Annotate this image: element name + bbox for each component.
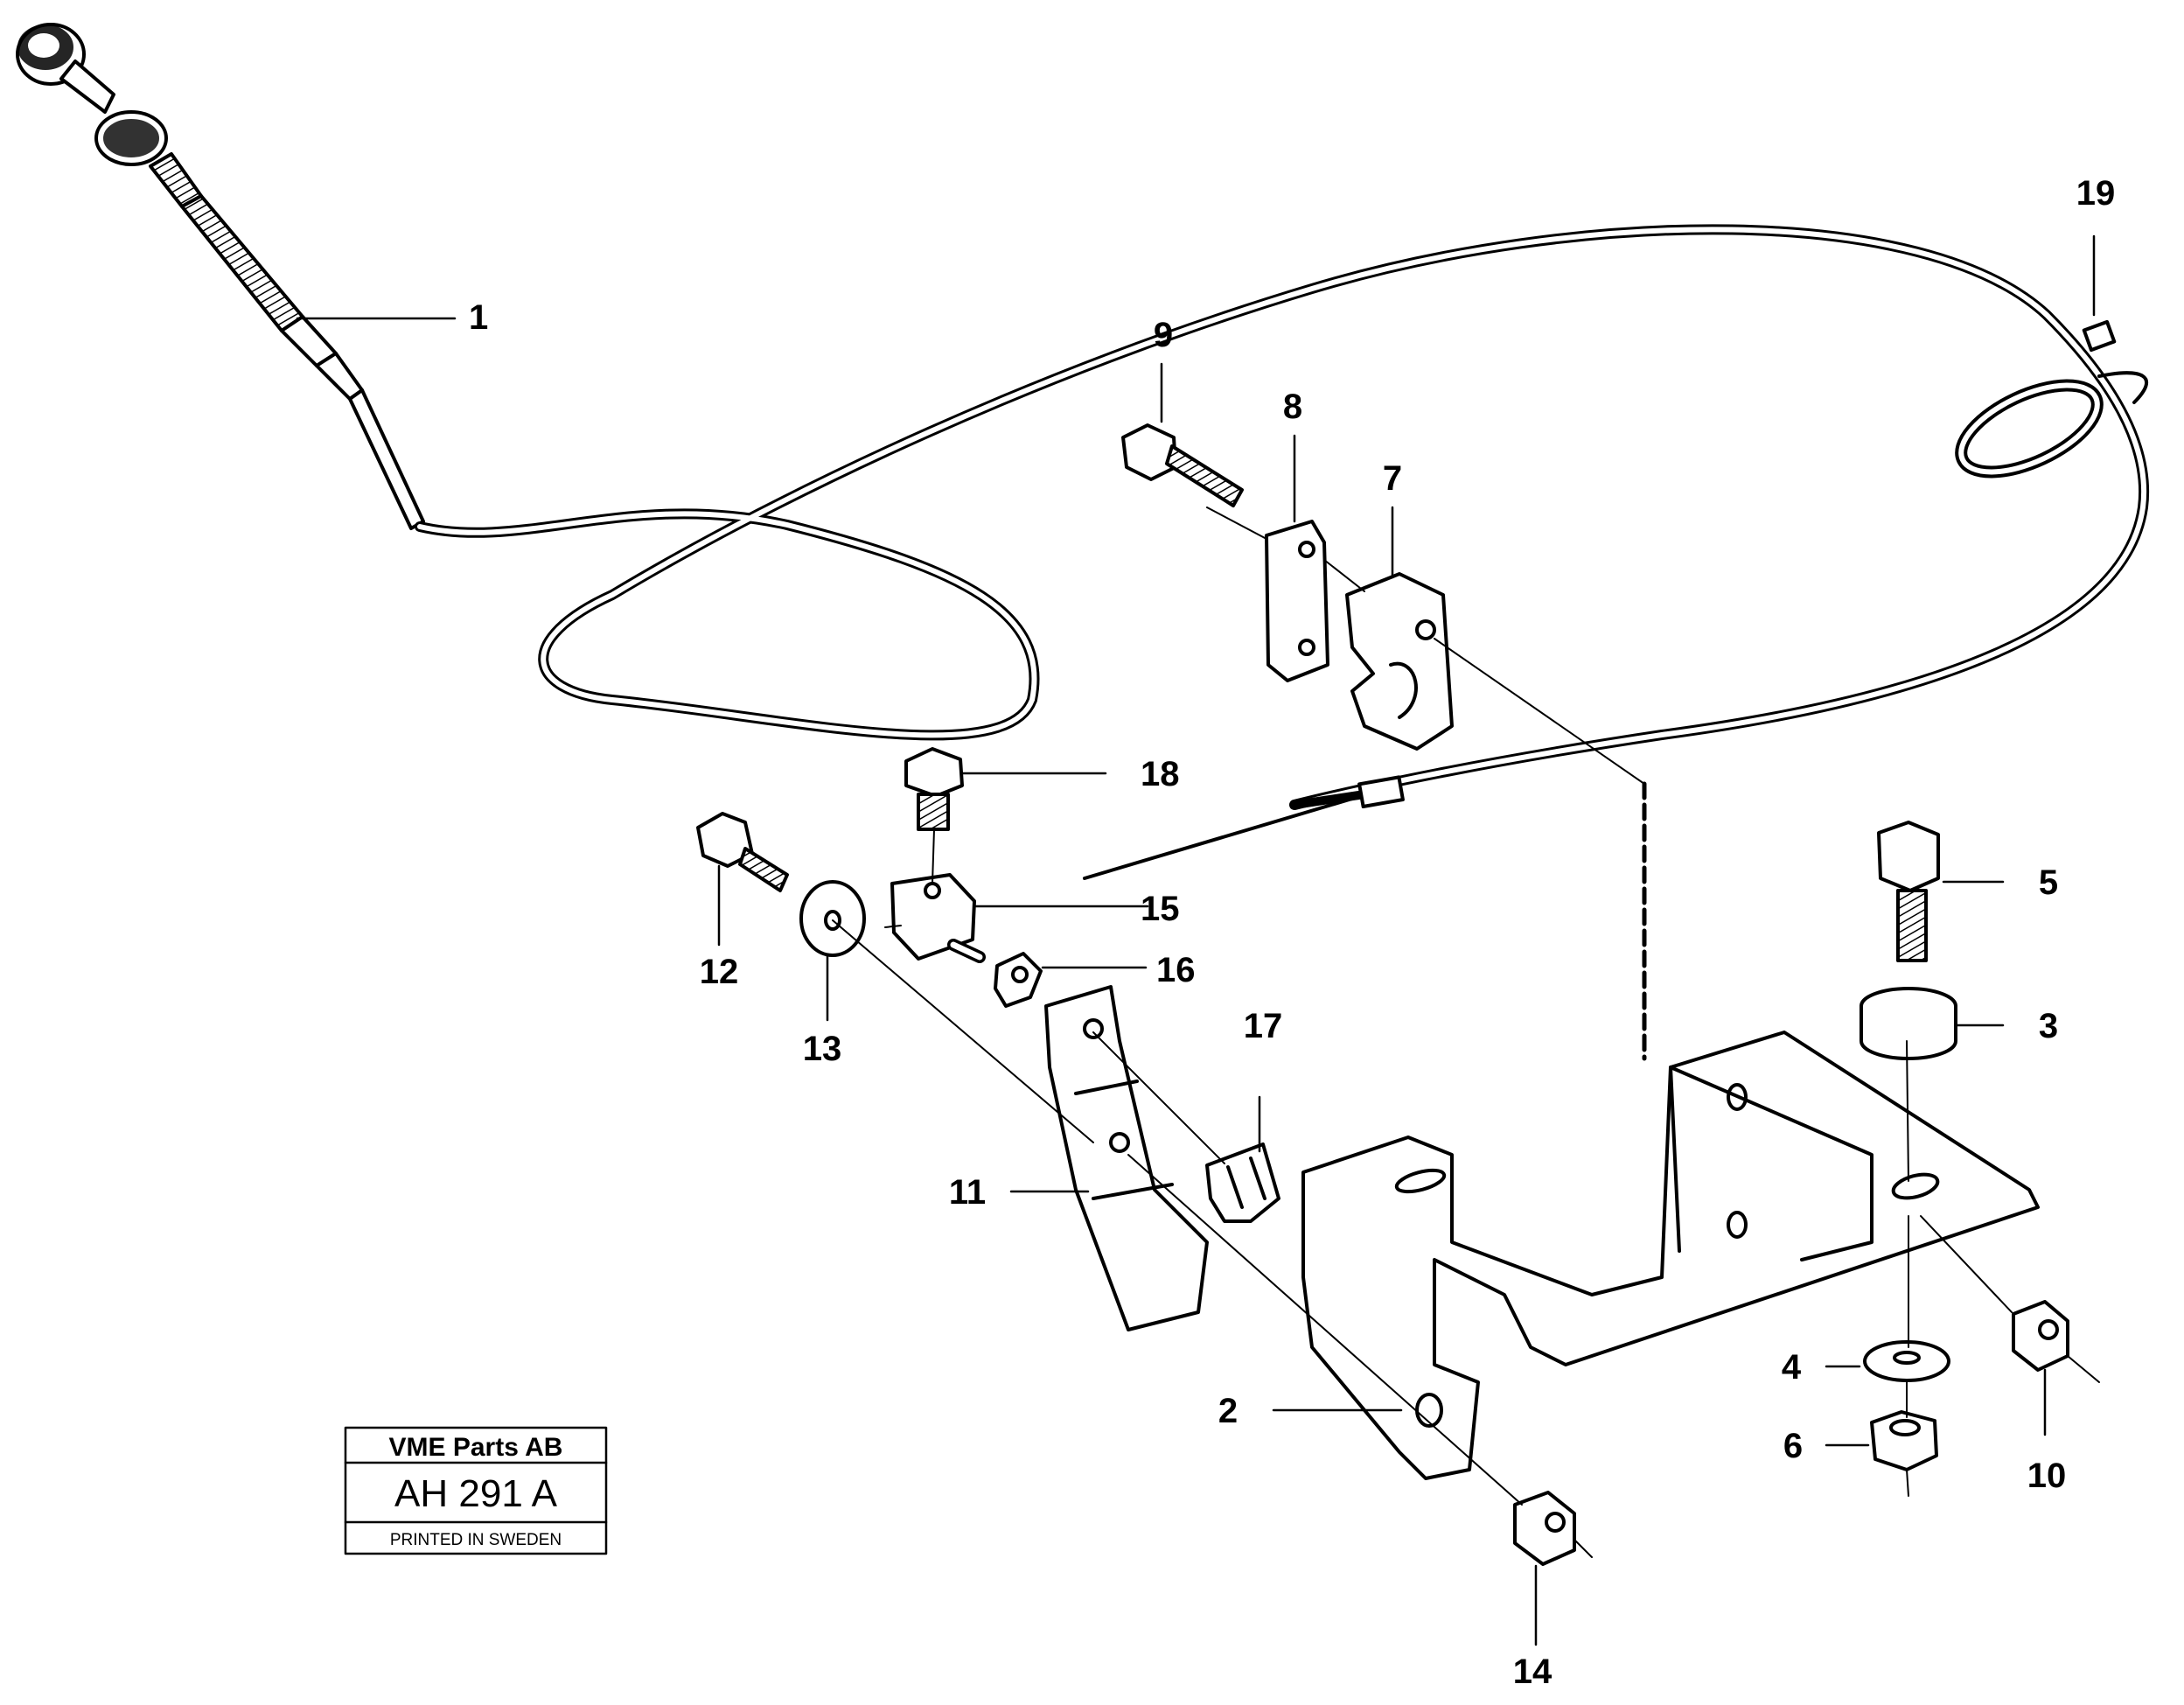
callout-1: 1 <box>469 298 488 337</box>
clamp-plate-8 <box>1265 520 1329 682</box>
title-block-code: AH 291 A <box>394 1472 558 1515</box>
callout-18: 18 <box>1141 755 1180 793</box>
title-block-printed: PRINTED IN SWEDEN <box>390 1531 562 1549</box>
bolt-12 <box>696 812 789 892</box>
title-block-company: VME Parts AB <box>389 1433 563 1462</box>
callout-9: 9 <box>1154 316 1173 354</box>
spacer-3 <box>1860 987 1957 1060</box>
callout-14: 14 <box>1513 1653 1553 1691</box>
washer-13 <box>799 880 866 957</box>
washer-4 <box>1863 1340 1950 1382</box>
callout-8: 8 <box>1283 388 1302 426</box>
callout-13: 13 <box>803 1030 842 1068</box>
nut-14 <box>1513 1491 1576 1566</box>
callout-12: 12 <box>700 953 739 991</box>
callout-16: 16 <box>1156 951 1196 989</box>
clamp-block-15 <box>890 873 986 963</box>
bolt-5 <box>1877 821 1940 962</box>
callout-6: 6 <box>1783 1427 1803 1465</box>
assembly-lines <box>832 507 2100 1558</box>
callout-10: 10 <box>2027 1457 2067 1495</box>
callout-17: 17 <box>1244 1007 1283 1045</box>
lever-11 <box>1044 985 1209 1331</box>
cable <box>415 224 2150 880</box>
callout-4: 4 <box>1782 1348 1802 1387</box>
title-block <box>344 1426 608 1555</box>
callout-5: 5 <box>2039 863 2058 902</box>
leader-lines <box>296 234 2096 1646</box>
control-knob-cable-head <box>16 23 425 530</box>
cable-tie <box>1955 319 2148 479</box>
bolt-9 <box>1121 423 1244 507</box>
cable-clamp-7 <box>1345 572 1454 751</box>
bracket-2 <box>1301 1031 2040 1480</box>
screw-18 <box>904 747 964 831</box>
callout-3: 3 <box>2039 1007 2058 1045</box>
tab-washer-16 <box>994 952 1043 1008</box>
nut-10 <box>2012 1300 2069 1372</box>
title-block-text: VME Parts AB AH 291 A PRINTED IN SWEDEN <box>389 1433 563 1549</box>
callout-labels: 1 19 9 8 7 18 15 16 12 13 17 11 2 5 3 4 … <box>469 174 2115 1691</box>
callout-2: 2 <box>1218 1392 1238 1430</box>
callout-19: 19 <box>2076 174 2116 213</box>
nut-6 <box>1870 1410 1938 1471</box>
callout-15: 15 <box>1141 890 1180 928</box>
callout-11: 11 <box>949 1173 986 1212</box>
callout-7: 7 <box>1383 459 1402 498</box>
